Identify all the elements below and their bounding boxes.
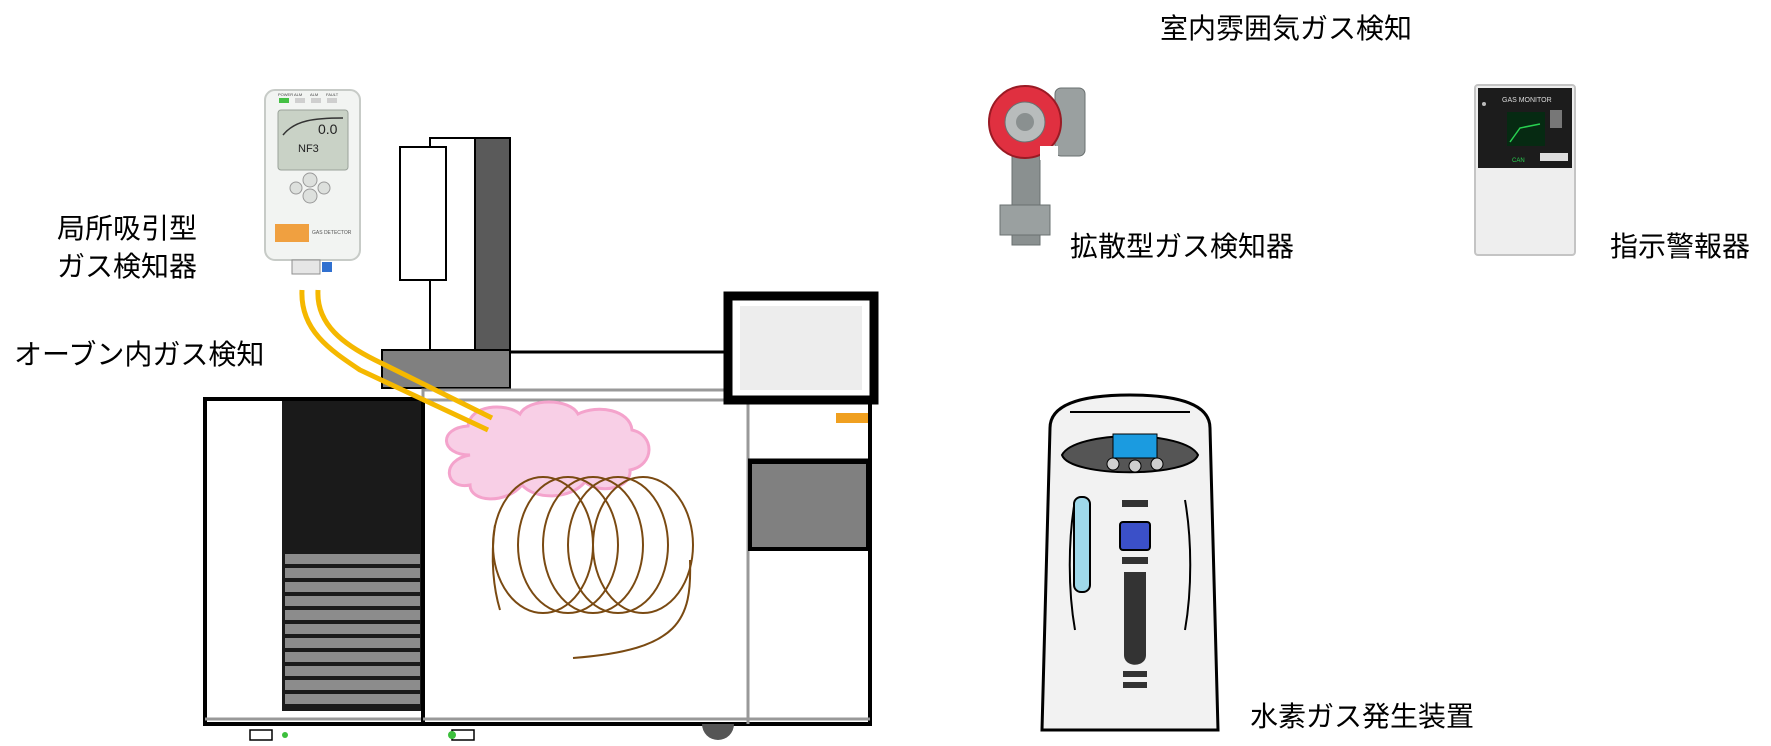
portable-indicator-label: ALM [310,92,318,97]
gas-monitor-unit: CAN [1512,158,1525,164]
gc-left-slot [249,729,273,741]
portable-indicator-label: FAULT [326,92,339,97]
autosampler-panel [399,146,447,281]
gas-monitor-screen [1507,112,1545,146]
oven-gas-detection-label: オーブン内ガス検知 [14,338,265,371]
diffusion-gas-detector [988,85,1086,246]
gc-orange-indicator [836,413,868,423]
portable-reading: 0.0 [318,121,338,137]
gc-right-panel [748,460,870,551]
alarm-indicator-label: 指示警報器 [1610,230,1751,263]
gc-oven-led [448,731,456,739]
gc-oven-top [421,388,750,402]
portable-brand: GAS DETECTOR [312,230,352,236]
generator-screen [1112,433,1158,459]
oven-gas-cloud [445,400,651,501]
gc-left-window [282,401,423,551]
gc-left-led [282,732,288,738]
local-detector-label-line2: ガス検知器 [57,250,198,283]
generator-window [1073,496,1091,593]
hydrogen-generator-label: 水素ガス発生装置 [1250,700,1475,733]
portable-orange-panel [275,224,309,242]
gc-column-coil [491,476,694,659]
local-detector-label-line1: 局所吸引型 [57,212,198,245]
autosampler-column [474,137,511,354]
diffusion-detector-label: 拡散型ガス検知器 [1070,230,1295,263]
gc-oven-foot [702,724,734,740]
portable-gas-name: NF3 [298,143,319,155]
sampling-tubes [299,289,494,433]
room-gas-detection-label: 室内雰囲気ガス検知 [1160,12,1413,45]
portable-indicator-label: POWER [278,92,293,97]
hydrogen-gas-generator [1040,393,1220,732]
gas-chromatograph [203,137,879,741]
autosampler-base [381,349,511,389]
portable-indicator-label: ALM [294,92,302,97]
gas-monitor-alarm: GAS MONITOR CAN [1474,84,1576,256]
gc-vent-slats [282,551,423,711]
generator-button [1119,521,1151,551]
gas-monitor-title: GAS MONITOR [1502,97,1552,104]
